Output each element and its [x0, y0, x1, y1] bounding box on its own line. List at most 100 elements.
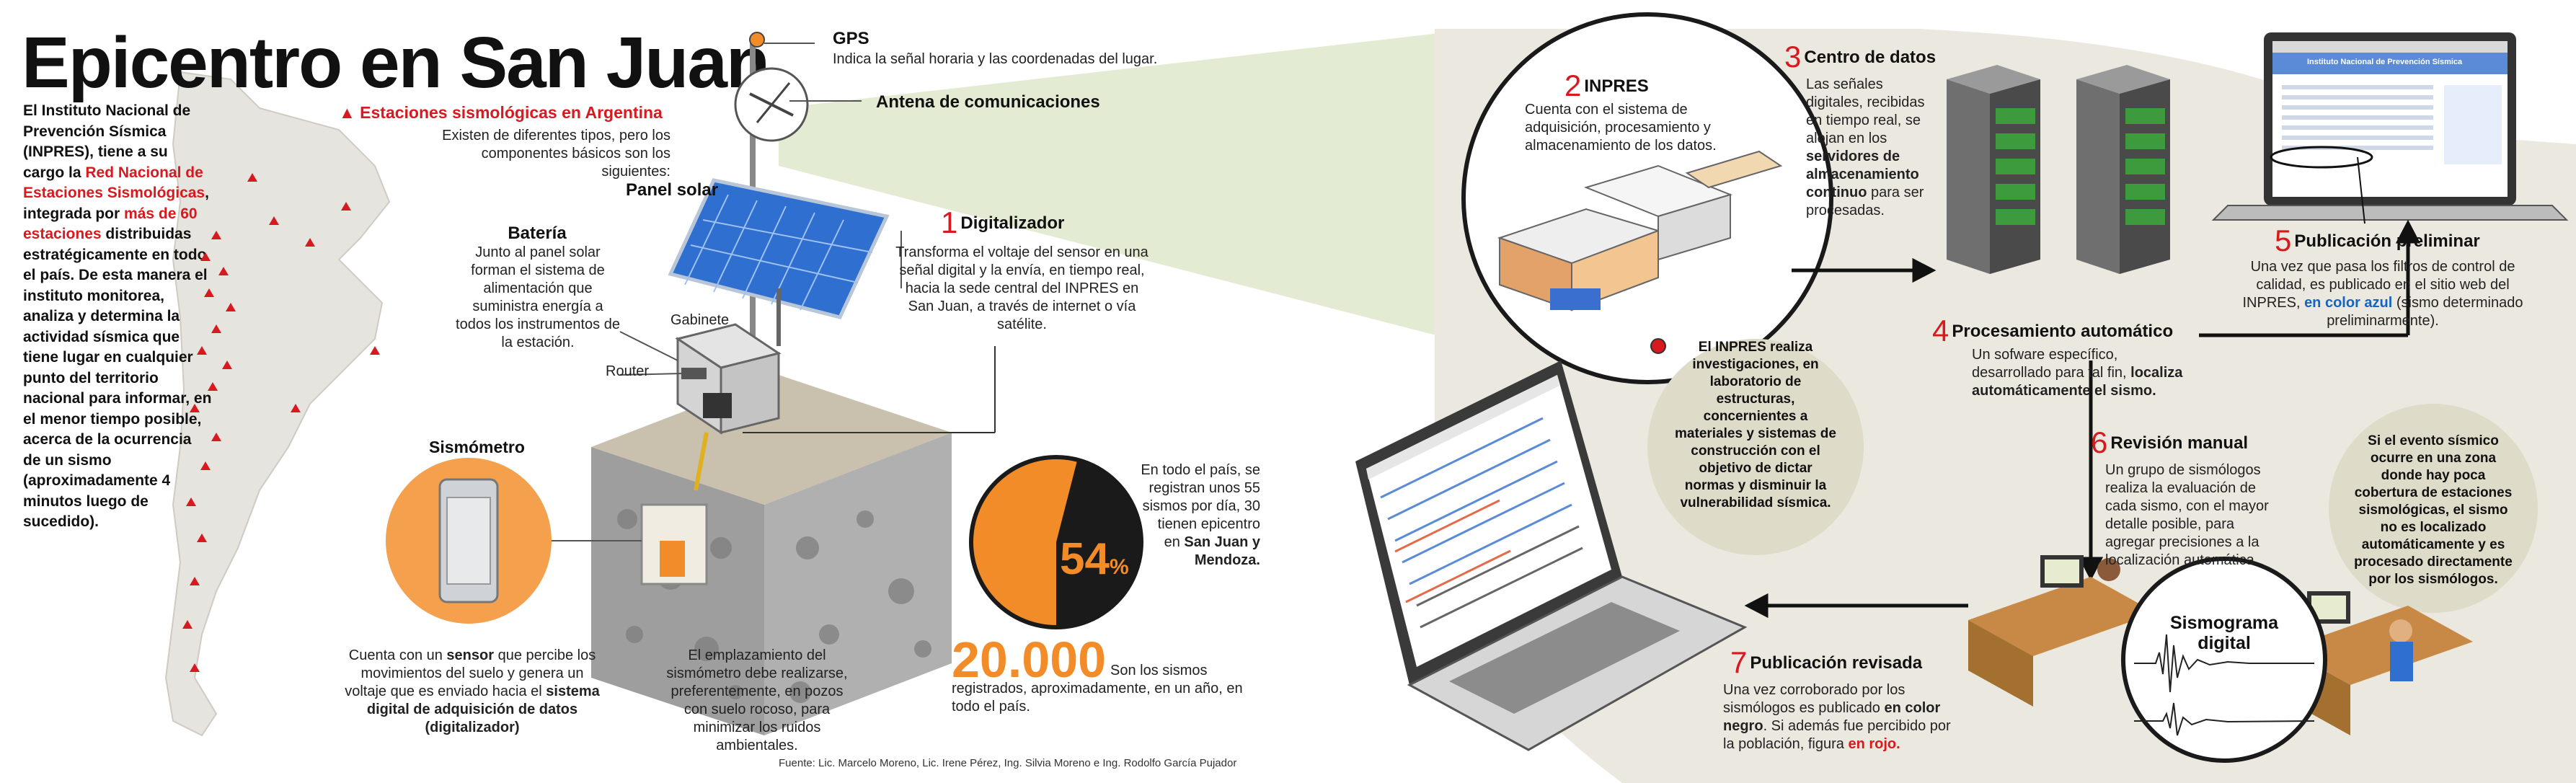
station-marker: [269, 216, 279, 225]
cabinet-label: Gabinete: [670, 312, 730, 328]
datacenter-bold: servidores de almacenamiento continuo: [1806, 149, 1919, 200]
revised-label: Publicación revisada: [1750, 653, 1923, 673]
seismologist-icon: [2389, 619, 2412, 642]
station-marker: [200, 461, 211, 470]
station-marker: [370, 346, 380, 355]
count-value: 20.000: [952, 632, 1107, 688]
inpres-num: 2: [1564, 68, 1582, 102]
station-marker: [190, 404, 200, 412]
intro-red2: más de 60 estaciones: [23, 205, 198, 243]
pie-outline: [969, 455, 1143, 629]
datacenter-text1: Las señales digitales, recibidas en tiem…: [1806, 76, 1925, 146]
gps-text: Indica la señal horaria y las coordenada…: [833, 51, 1158, 67]
digitizer-label: Digitalizador: [960, 213, 1065, 233]
station-marker: [291, 404, 301, 412]
prelim-text: Una vez que pasa los filtros de control …: [2239, 258, 2527, 330]
percent-sign: %: [1109, 555, 1129, 579]
battery-icon: [703, 393, 732, 418]
antenna-label: Antena de comunicaciones: [876, 92, 1100, 112]
prelim-text2: (sismo determinado preliminarmente).: [2327, 295, 2523, 329]
digitizer-text: Transforma el voltaje del sensor en una …: [895, 244, 1148, 332]
station-marker: [197, 534, 207, 542]
station-marker: [197, 346, 207, 355]
solar-panel-icon: [668, 178, 890, 319]
page-title: Epicentro en San Juan: [22, 22, 770, 103]
manual-text: Un grupo de sismólogos realiza la evalua…: [2105, 462, 2269, 568]
datacenter-text: Las señales digitales, recibidas en tiem…: [1806, 76, 1939, 220]
argentina-map: [164, 71, 391, 737]
auto-text: Un sofware específico, desarrollado para…: [1972, 346, 2188, 400]
station-marker: [186, 497, 196, 506]
station-marker: [341, 202, 351, 211]
laptop-icon: [1355, 360, 1748, 751]
revised-red: en rojo.: [1848, 736, 1900, 752]
station-marker: [211, 231, 221, 239]
station-marker: [182, 620, 192, 629]
pie-slice-percent: [970, 457, 1078, 627]
station-marker: [247, 173, 257, 182]
server-icon: [1947, 65, 2040, 274]
auto-num: 4: [1932, 314, 1949, 348]
seismologist-icon: [2097, 558, 2120, 581]
seismogram-circle: [2121, 557, 2327, 763]
manual-num: 6: [2091, 425, 2108, 459]
count-text: Son los sismos registrados, aproximadame…: [952, 663, 1243, 715]
revised-bold: en color negro: [1723, 700, 1941, 734]
placement-text: El emplazamiento del sismómetro debe rea…: [666, 647, 848, 753]
research-text: El INPRES realiza investigaciones, en la…: [1675, 340, 1836, 510]
auto-label: Procesamiento automático: [1952, 322, 2174, 341]
source-credit: Fuente: Lic. Marcelo Moreno, Lic. Irene …: [779, 757, 1237, 769]
revised-text1: Una vez corroborado por los sismólogos e…: [1723, 682, 1906, 716]
router-icon: [681, 368, 707, 379]
prelim-label: Publicación preliminar: [2294, 231, 2480, 251]
website-header: Instituto Nacional de Prevención Sísmica: [2307, 58, 2463, 66]
prelim-text1: Una vez que pasa los filtros de control …: [2242, 259, 2515, 311]
logo-icon: [1650, 338, 1666, 354]
intro-part1: El Instituto Nacional de Prevención Sísm…: [23, 102, 191, 181]
datacenter-num: 3: [1784, 40, 1802, 74]
seis-text2: que percibe los movimientos del suelo y …: [345, 647, 596, 699]
station-marker: [190, 577, 200, 585]
pie-bold: San Juan y Mendoza.: [1184, 534, 1260, 568]
station-marker: [190, 663, 200, 672]
datacenter-label: Centro de datos: [1804, 48, 1937, 67]
datacenter-text2: para ser procesadas.: [1806, 185, 1924, 218]
research-circle: [1647, 339, 1864, 555]
lowcoverage-text: Si el evento sísmico ocurre en una zona …: [2354, 433, 2513, 587]
prelim-num: 5: [2275, 224, 2292, 257]
station-marker: [226, 303, 236, 311]
pie-text: En todo el país, se registran unos 55 si…: [1139, 461, 1260, 570]
intro-part2: , integrada por: [23, 185, 209, 222]
seismogram-trace: [2134, 634, 2314, 693]
seis-bold1: sensor: [446, 647, 495, 663]
revised-num: 7: [1730, 645, 1748, 679]
intro-text: El Instituto Nacional de Prevención Sísm…: [23, 101, 212, 533]
intro-part3: distribuidas estratégicamente en todo el…: [23, 226, 212, 530]
revised-text: Una vez corroborado por los sismólogos e…: [1723, 681, 1961, 753]
seismometer-text: Cuenta con un sensor que percibe los mov…: [339, 647, 606, 737]
gps-icon: [749, 32, 765, 48]
seismometer-label: Sismómetro: [429, 438, 525, 456]
inpres-text: Cuenta con el sistema de adquisición, pr…: [1525, 102, 1717, 154]
station-marker: [211, 324, 221, 333]
server-icon: [2076, 65, 2170, 274]
station-marker: [305, 238, 315, 247]
gps-label: GPS: [833, 29, 869, 48]
pie-text1: En todo el país, se registran unos 55 si…: [1141, 462, 1260, 550]
intro-red1: Red Nacional de Estaciones Sismológicas: [23, 164, 205, 202]
auto-bold: localiza automáticamente el sismo.: [1972, 365, 2183, 399]
solar-label: Panel solar: [626, 180, 719, 200]
lowcoverage-circle: [2329, 404, 2538, 613]
battery-label: Batería: [508, 224, 567, 243]
station-marker: [200, 252, 211, 261]
percent-label: 54%: [1060, 534, 1129, 585]
pie-chart: [969, 455, 1143, 629]
